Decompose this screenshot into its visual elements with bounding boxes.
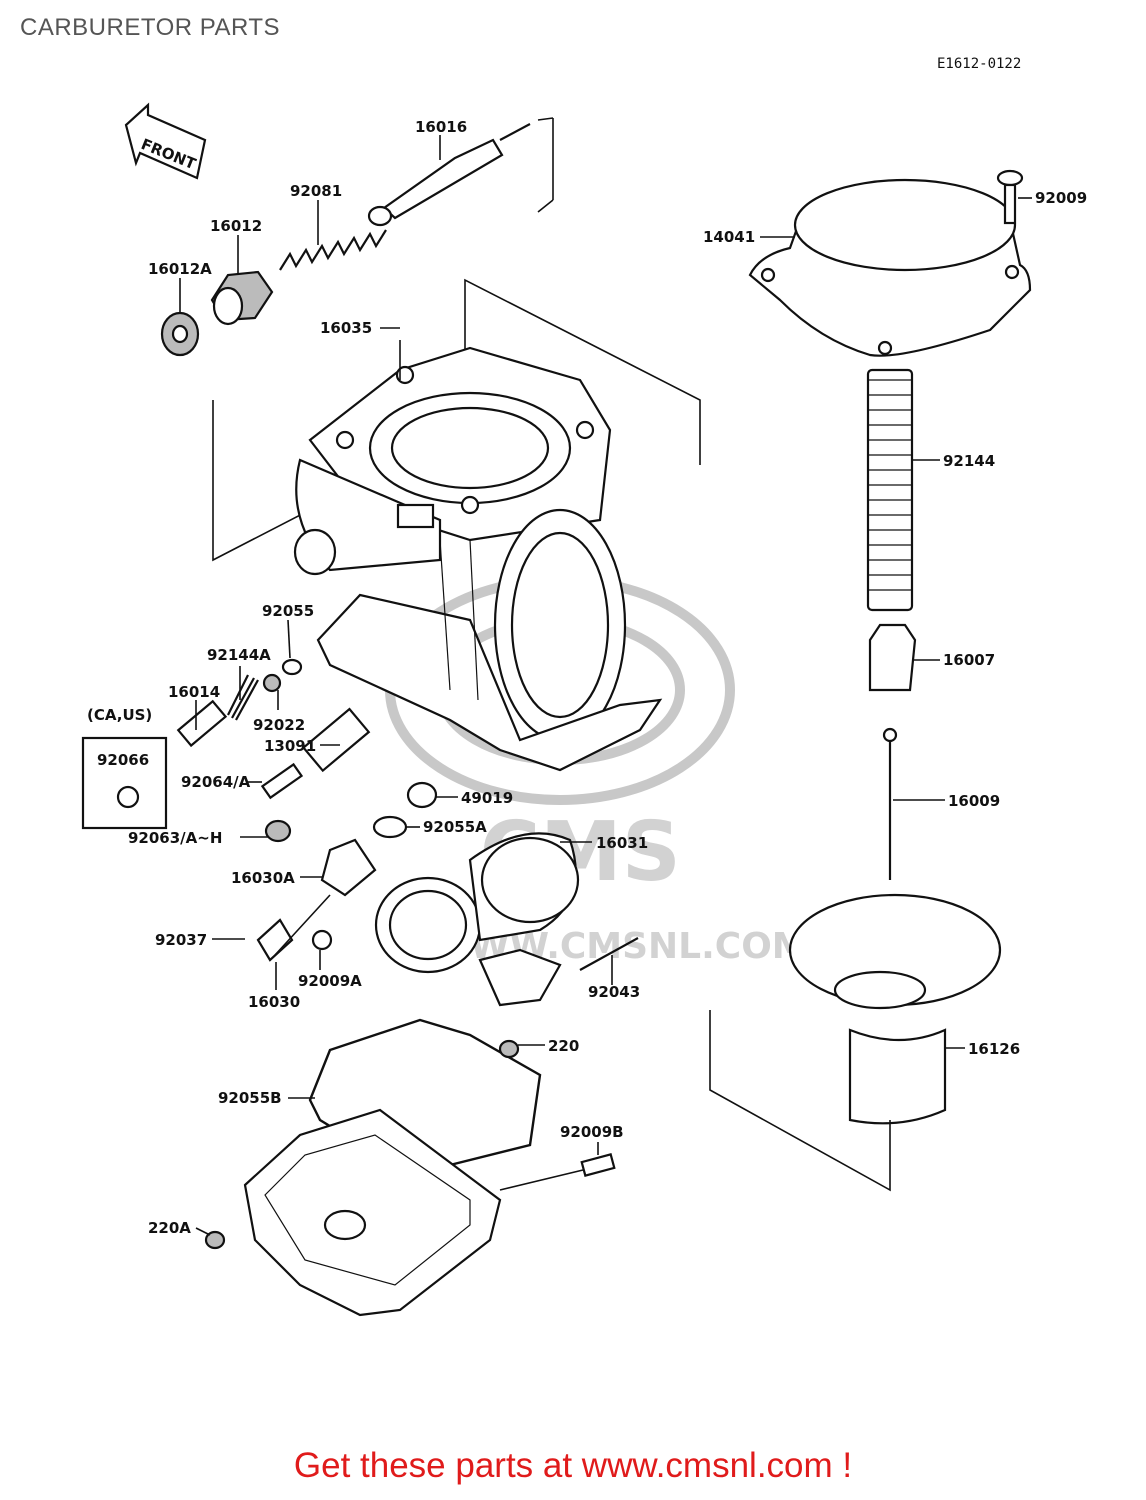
- part-label: 16007: [943, 651, 995, 669]
- part-label: 92055B: [218, 1089, 282, 1107]
- part-label: 220: [548, 1037, 579, 1055]
- float-bowl: [243, 1108, 502, 1317]
- part-labels: 16016 92081 16012 16012A 16035 14041 920…: [128, 118, 1087, 1237]
- part-label: 92081: [290, 182, 342, 200]
- float-assembly: [374, 832, 639, 1007]
- part-label: 16035: [320, 319, 372, 337]
- part-label: 16126: [968, 1040, 1020, 1058]
- part-label: 16030: [248, 993, 300, 1011]
- variant-box: (CA,US) 92066: [81, 706, 168, 830]
- part-label: 16031: [596, 834, 648, 852]
- part-label: 13091: [264, 737, 316, 755]
- part-label: 16014: [168, 683, 220, 701]
- part-label: 16030A: [231, 869, 295, 887]
- get-parts-link[interactable]: Get these parts at www.cmsnl.com !: [293, 1446, 853, 1485]
- part-label: 92043: [588, 983, 640, 1001]
- slide-spring: [866, 368, 914, 612]
- part-label: 92055A: [423, 818, 487, 836]
- part-label: 92009A: [298, 972, 362, 990]
- screw-icon: [996, 169, 1024, 225]
- part-label: 49019: [461, 789, 513, 807]
- page-title: CARBURETOR PARTS: [20, 14, 281, 41]
- part-label: 92064/A: [181, 773, 251, 791]
- part-label: 14041: [703, 228, 755, 246]
- throttle-stop-assembly: [160, 117, 554, 357]
- float-bowl-gasket: [308, 1018, 542, 1177]
- part-label: 92055: [262, 602, 314, 620]
- part-label: 16012: [210, 217, 262, 235]
- part-label: 92009B: [560, 1123, 624, 1141]
- pilot-screw-parts: [176, 658, 438, 962]
- part-label: 92063/A~H: [128, 829, 222, 847]
- variant-box-part: 92066: [97, 751, 149, 769]
- jet-needle: [882, 727, 898, 880]
- part-label: 92144: [943, 452, 995, 470]
- part-label: 16009: [948, 792, 1000, 810]
- variant-box-title: (CA,US): [87, 706, 152, 724]
- part-label: 16012A: [148, 260, 212, 278]
- top-cap: [748, 178, 1032, 357]
- part-label: 220A: [148, 1219, 191, 1237]
- needle-retainer: [868, 623, 917, 692]
- part-label: 16016: [415, 118, 467, 136]
- vacuum-slide: [709, 893, 1002, 1192]
- front-arrow-icon: FRONT: [124, 102, 207, 180]
- carburetor-body: [212, 278, 701, 772]
- spring-icon: [279, 229, 387, 271]
- part-label: 92022: [253, 716, 305, 734]
- diagram-code: E1612-0122: [937, 56, 1022, 72]
- bowl-screws: [204, 1039, 616, 1250]
- leader-lines: [179, 135, 1032, 1236]
- part-label: 92037: [155, 931, 207, 949]
- part-label: 92144A: [207, 646, 271, 664]
- part-label: 92009: [1035, 189, 1087, 207]
